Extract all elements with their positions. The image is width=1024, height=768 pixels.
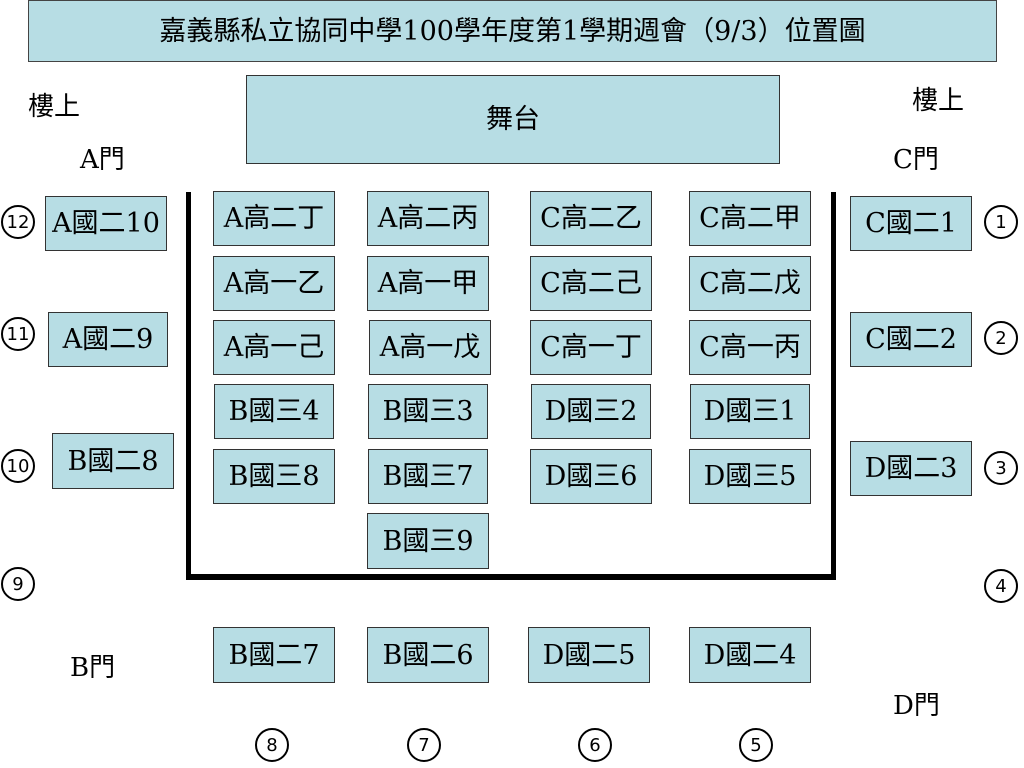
seat-inner-r1c2: A高二丙 (367, 191, 489, 246)
seat-left-1: A國二10 (45, 196, 167, 251)
seat-inner-r1c4: C高二甲 (689, 191, 811, 246)
seat-inner-r5c4: D國三5 (689, 449, 811, 504)
seat-inner-r5c2: B國三7 (368, 449, 488, 504)
door-a-label: A門 (80, 145, 125, 175)
seat-inner-r4c2: B國三3 (368, 384, 488, 439)
upstairs-right-label: 樓上 (912, 86, 965, 116)
number-circle-9: 9 (1, 567, 35, 601)
number-circle-1: 1 (984, 205, 1018, 239)
seat-bottom-3: D國二5 (528, 627, 650, 683)
number-circle-6: 6 (578, 728, 612, 762)
seat-inner-r5c1: B國三8 (213, 449, 335, 504)
seat-bottom-1: B國二7 (213, 627, 335, 683)
seat-bottom-2: B國二6 (367, 627, 489, 683)
seat-inner-r4c3: D國三2 (531, 384, 651, 439)
seat-inner-r3c2: A高一戊 (369, 320, 491, 375)
seat-inner-r1c3: C高二乙 (530, 191, 652, 246)
seat-inner-r3c3: C高一丁 (530, 320, 652, 375)
seat-inner-r5c3: D國三6 (530, 449, 652, 504)
seat-left-2: A國二9 (48, 312, 168, 367)
door-d-label: D門 (893, 691, 940, 721)
seat-inner-r4c1: B國三4 (214, 384, 334, 439)
seat-right-3: D國二3 (850, 441, 972, 496)
number-circle-12: 12 (1, 205, 35, 239)
seat-inner-r3c1: A高一己 (213, 320, 335, 375)
number-circle-10: 10 (1, 449, 35, 483)
number-circle-4: 4 (984, 569, 1018, 603)
number-circle-5: 5 (739, 728, 773, 762)
wall-bottom (186, 574, 836, 580)
stage-box: 舞台 (246, 75, 780, 164)
upstairs-left-label: 樓上 (28, 92, 81, 122)
seat-bottom-4: D國二4 (689, 627, 811, 683)
seat-inner-r6c2: B國三9 (367, 513, 489, 569)
seat-inner-r3c4: C高一丙 (689, 320, 811, 375)
seat-inner-r2c1: A高一乙 (213, 256, 335, 311)
number-circle-8: 8 (255, 728, 289, 762)
door-c-label: C門 (893, 145, 939, 175)
wall-left (186, 192, 191, 580)
seat-inner-r2c3: C高二己 (530, 256, 652, 311)
seat-left-3: B國二8 (52, 433, 174, 489)
wall-right (831, 192, 836, 580)
seat-right-2: C國二2 (850, 312, 972, 367)
door-b-label: B門 (70, 653, 116, 683)
seat-right-1: C國二1 (850, 196, 972, 251)
seat-inner-r4c4: D國三1 (690, 384, 810, 439)
seat-inner-r2c4: C高二戊 (689, 256, 811, 311)
number-circle-2: 2 (984, 321, 1018, 355)
page-title: 嘉義縣私立協同中學100學年度第1學期週會（9/3）位置圖 (28, 0, 997, 62)
seat-inner-r1c1: A高二丁 (213, 191, 335, 246)
number-circle-3: 3 (984, 451, 1018, 485)
seat-inner-r2c2: A高一甲 (367, 256, 489, 311)
number-circle-11: 11 (1, 317, 35, 351)
number-circle-7: 7 (407, 728, 441, 762)
